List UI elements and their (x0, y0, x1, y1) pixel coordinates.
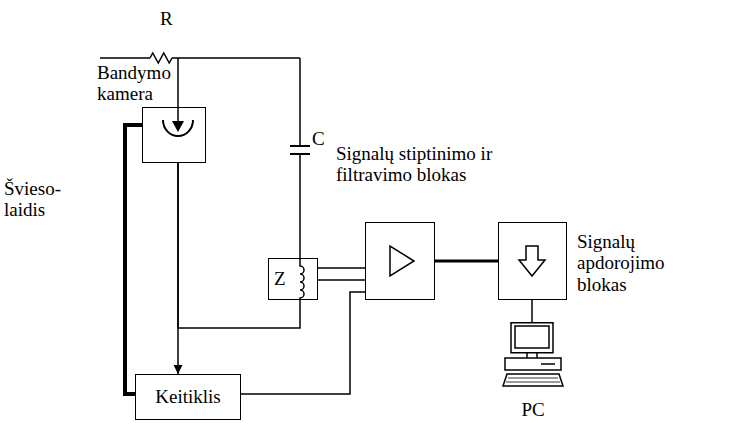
pc-computer: PC (497, 322, 569, 422)
optical-fiber (125, 125, 142, 394)
capacitor-symbol (290, 146, 310, 154)
monitor (511, 323, 553, 353)
top-wire (100, 57, 300, 59)
capacitor-wire (299, 58, 301, 258)
block-heading: Signalų apdorojimo blokas (577, 231, 677, 295)
processing-arrow (519, 246, 545, 276)
signal-wire (241, 292, 365, 394)
signal-processing-block: Signalų apdorojimo blokas (498, 222, 567, 300)
data-bus (435, 260, 498, 263)
computer-icon (497, 322, 569, 394)
optical-fiber-label: Švieso- laidis (4, 178, 70, 221)
cup-electrode (163, 120, 193, 136)
box-label: Keitiklis (155, 386, 220, 407)
block-heading: Bandymo kamera (97, 62, 181, 105)
coil-symbol (300, 258, 304, 300)
amplifier-filter-block: Signalų stiptinimo ir filtravimo blokas (365, 222, 435, 300)
screen (515, 326, 549, 348)
impedance-box: Z (268, 258, 318, 300)
electrode-arrowhead (172, 121, 184, 132)
amplifier-triangle (390, 246, 414, 276)
test-chamber: Bandymo kamera (142, 107, 206, 163)
keyboard-keys (506, 378, 560, 382)
electrode-lead (177, 58, 179, 122)
drive-slot (541, 363, 555, 365)
signal-wire (318, 267, 365, 269)
resistor-symbol (150, 53, 172, 63)
block-heading: Signalų stiptinimo ir filtravimo blokas (336, 143, 551, 186)
box-label: Z (274, 268, 286, 289)
signal-wire (318, 279, 365, 281)
box-label: PC (521, 399, 544, 420)
system-unit (505, 358, 561, 370)
return-wire (178, 163, 300, 328)
capacitor-label: C (312, 128, 325, 149)
data-cable (531, 300, 533, 322)
keyboard (503, 374, 563, 386)
converter-box: Keitiklis (135, 374, 241, 420)
resistor-label: R (160, 8, 173, 29)
